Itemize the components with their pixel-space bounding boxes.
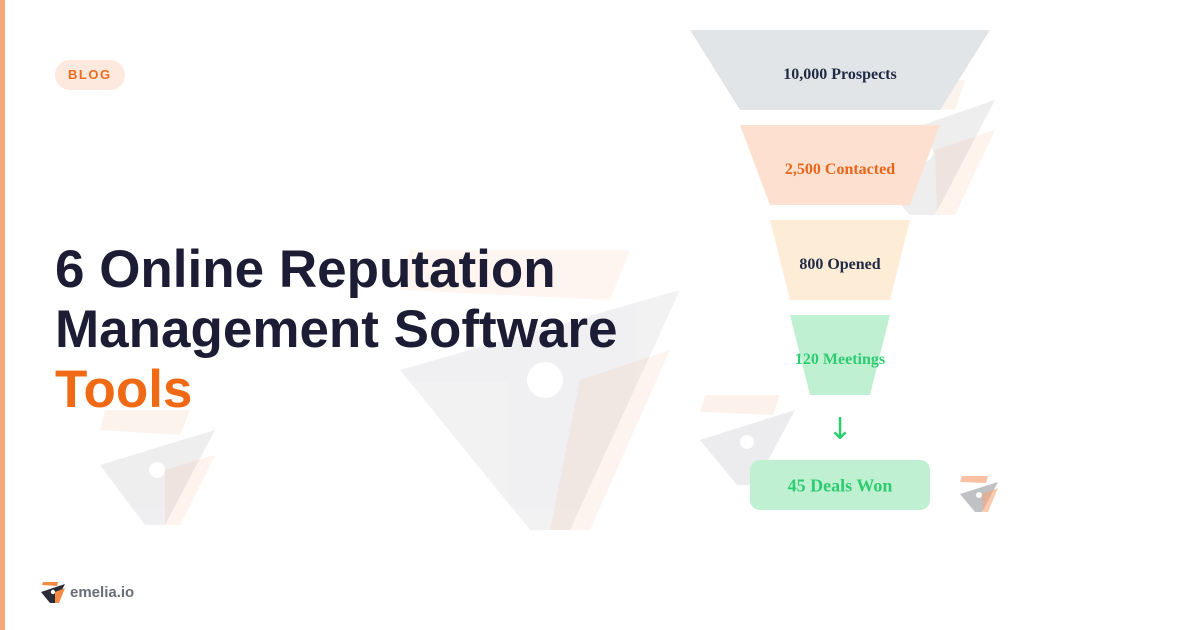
funnel-stage-label-opened: 800 Opened <box>799 256 881 273</box>
funnel-stage-label-contacted: 2,500 Contacted <box>784 161 896 178</box>
category-badge[interactable]: BLOG <box>55 60 125 90</box>
funnel-stage-opened <box>770 220 910 300</box>
deals-won-label: 45 Deals Won <box>787 475 893 496</box>
funnel-stage-label-prospects: 10,000 Prospects <box>783 66 897 83</box>
title-line-2: Management Software <box>55 300 618 359</box>
brand-name[interactable]: emelia.io <box>70 584 135 601</box>
funnel-stage-meetings <box>790 315 890 395</box>
down-arrow-icon: ↓ <box>827 412 853 447</box>
title-line-1: 6 Online Reputation <box>55 240 556 299</box>
title-line-3-accent: Tools <box>55 360 193 419</box>
left-accent-bar <box>0 0 5 630</box>
funnel-stage-label-meetings: 120 Meetings <box>794 351 886 368</box>
page-title: 6 Online Reputation Management Software … <box>55 240 675 420</box>
funnel-stage-contacted <box>740 125 940 205</box>
deals-won-box <box>750 460 930 510</box>
funnel-stage-prospects <box>690 30 990 110</box>
brand-logo-icon[interactable] <box>40 580 66 604</box>
